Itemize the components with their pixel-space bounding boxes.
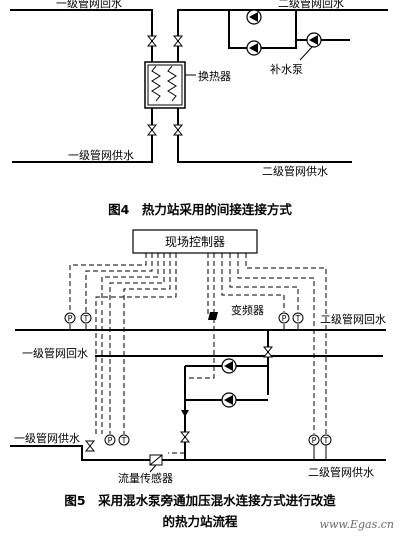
check-valve-icon: [181, 410, 189, 417]
sensor-group-supply-left: P T: [85, 434, 130, 452]
mixing-pump-top-icon: [221, 358, 237, 374]
f4-primary-supply-label: 一级管网供水: [68, 148, 134, 162]
f5-primary-supply-label: 一级管网供水: [14, 431, 80, 445]
f4-valve-secondary-in-icon: [173, 124, 183, 136]
heat-exchanger-icon: [144, 61, 186, 109]
f4-secondary-return-label: 二级管网回水: [278, 0, 344, 10]
makeup-pump-label: 补水泵: [270, 63, 303, 76]
f5-pump-loop-pipe: [184, 365, 268, 460]
f4-valve-secondary-out-icon: [173, 35, 183, 47]
mixing-pump-bottom-icon: [221, 392, 237, 408]
figure-4: 换热器 补水泵 一级管网回水 二级管网回水 一级管网供水 二级管网供水 图4 热…: [10, 0, 388, 217]
figure-5: 现场控制器: [10, 229, 386, 529]
f5-supply-pipe: [10, 445, 386, 461]
f5-return-valve-icon: [263, 346, 273, 358]
svg-text:T: T: [295, 314, 301, 323]
watermark: www.Egas.cn: [320, 518, 394, 531]
signal-lines-left: [69, 253, 177, 434]
makeup-pump-icon: [306, 32, 322, 48]
f4-secondary-supply-label: 二级管网供水: [262, 164, 328, 178]
vfd-label: 变频器: [231, 303, 264, 317]
svg-text:T: T: [323, 436, 329, 445]
sensor-group-return-left: P T: [64, 312, 92, 330]
f4-secondary-supply-pipe: [177, 108, 352, 163]
svg-text:P: P: [68, 314, 73, 323]
figure-4-caption: 图4 热力站采用的间接连接方式: [108, 202, 292, 217]
f4-primary-return-pipe: [10, 9, 153, 62]
circulation-pump-top-icon: [246, 9, 262, 25]
f4-pump-bypass-pipe: [228, 10, 297, 49]
f4-valve-primary-out-icon: [147, 124, 157, 136]
svg-text:T: T: [83, 314, 89, 323]
svg-text:T: T: [121, 436, 127, 445]
flow-sensor-label: 流量传感器: [118, 471, 173, 485]
f4-valve-primary-in-icon: [147, 35, 157, 47]
circulation-pump-bottom-icon: [246, 40, 262, 56]
field-controller-box: [132, 229, 258, 254]
sensor-group-return-right: P T: [278, 312, 304, 330]
figure-5-caption-line1: 图5 采用混水泵旁通加压混水连接方式进行改造: [64, 493, 336, 508]
svg-text:P: P: [108, 436, 113, 445]
signal-lines-right: [168, 253, 327, 454]
f5-primary-return-label: 一级管网回水: [22, 346, 88, 360]
heat-exchanger-label: 换热器: [198, 69, 231, 83]
field-controller-label: 现场控制器: [165, 235, 225, 249]
figure-5-caption-line2: 的热力站流程: [162, 514, 238, 529]
f4-secondary-return-pipe: [177, 9, 388, 62]
vfd-icon: [208, 312, 218, 320]
f5-riser-valve-icon: [180, 431, 190, 443]
f5-secondary-return-label: 二级管网回水: [320, 312, 386, 326]
sensor-group-supply-right: P T: [308, 434, 332, 460]
f5-secondary-supply-label: 二级管网供水: [308, 465, 374, 479]
svg-text:P: P: [282, 314, 287, 323]
f4-primary-return-label: 一级管网回水: [56, 0, 122, 10]
svg-text:P: P: [312, 436, 317, 445]
